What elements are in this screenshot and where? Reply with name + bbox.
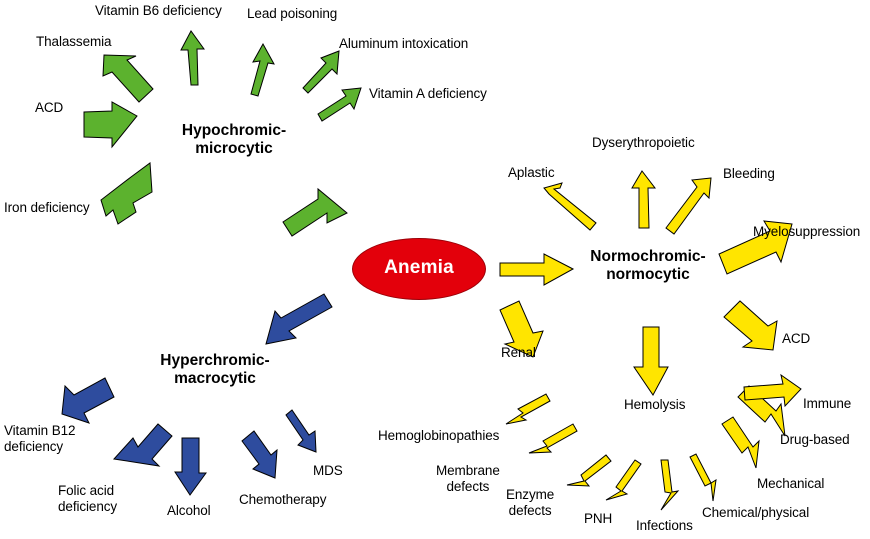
- label-thalassemia: Thalassemia: [36, 34, 112, 49]
- arrow-drug-based: [737, 385, 786, 437]
- label-alcohol: Alcohol: [167, 503, 211, 518]
- label-aluminum-intoxication: Aluminum intoxication: [339, 36, 469, 51]
- arrow-aluminum-intoxication: [302, 50, 340, 94]
- label-hemolysis: Hemolysis: [624, 397, 686, 412]
- label-vitamin-a-deficiency: Vitamin A deficiency: [369, 86, 487, 101]
- branch-title-hypochromic-microcytic: Hypochromic- microcytic: [181, 122, 287, 157]
- arrow-lead-poisoning: [250, 42, 275, 97]
- arrow-infections: [660, 459, 680, 511]
- label-chemotherapy: Chemotherapy: [239, 492, 327, 507]
- arrow-group-hyperchromic-causes: [61, 377, 317, 496]
- label-immune: Immune: [803, 396, 852, 411]
- arrow-vitamin-b6-deficiency: [180, 30, 205, 86]
- label-vitamin-b12-deficiency: Vitamin B12 deficiency: [4, 423, 76, 454]
- label-enzyme-defects: Enzyme defects: [506, 487, 555, 518]
- arrow-acd-normochromic: [723, 300, 778, 351]
- arrow-aplastic: [543, 182, 597, 231]
- label-pnh: PNH: [584, 511, 613, 526]
- arrow-mds: [285, 409, 317, 453]
- branch-title-normochromic-normocytic: Normochromic- normocytic: [590, 248, 706, 283]
- arrow-chemotherapy: [241, 430, 278, 479]
- arrow-alcohol: [174, 437, 207, 496]
- arrow-iron-deficiency: [100, 162, 153, 225]
- arrow-folic-acid-deficiency: [113, 423, 173, 467]
- label-acd-normochromic: ACD: [782, 331, 811, 346]
- label-mechanical: Mechanical: [757, 476, 825, 491]
- arrow-pnh: [605, 459, 642, 501]
- arrow-acd-hypochromic: [83, 101, 138, 149]
- label-lead-poisoning: Lead poisoning: [247, 6, 338, 21]
- center-node-anemia: Anemia: [352, 238, 486, 300]
- arrow-immune: [743, 373, 802, 408]
- arrow-dyserythropoietic: [631, 170, 657, 229]
- arrow-hemoglobinopathies: [505, 393, 551, 425]
- center-node-label: Anemia: [384, 257, 454, 278]
- label-chemical-physical: Chemical/physical: [702, 505, 810, 520]
- arrow-vitamin-a-deficiency: [317, 87, 362, 122]
- label-renal: Renal: [501, 345, 536, 360]
- arrow-vitamin-b12-deficiency: [61, 377, 115, 424]
- label-infections: Infections: [636, 518, 693, 533]
- label-mds: MDS: [313, 463, 343, 478]
- label-aplastic: Aplastic: [508, 165, 555, 180]
- label-membrane-defects: Membrane defects: [436, 463, 500, 494]
- label-iron-deficiency: Iron deficiency: [4, 200, 90, 215]
- arrow-bleeding: [665, 177, 712, 235]
- arrow-anemia-to-hyperchromic: [265, 293, 333, 345]
- arrow-membrane-defects: [528, 423, 578, 454]
- label-hemoglobinopathies: Hemoglobinopathies: [378, 428, 500, 443]
- label-myelosuppression: Myelosuppression: [753, 224, 861, 239]
- label-vitamin-b6-deficiency: Vitamin B6 deficiency: [95, 3, 222, 18]
- branch-title-hyperchromic-macrocytic: Hyperchromic- macrocytic: [160, 352, 270, 387]
- arrow-mechanical: [721, 416, 760, 469]
- label-drug-based: Drug-based: [780, 432, 850, 447]
- label-acd-hypochromic: ACD: [35, 100, 64, 115]
- label-dyserythropoietic: Dyserythropoietic: [592, 135, 695, 150]
- arrow-enzyme-defects: [566, 454, 612, 487]
- label-folic-acid-deficiency: Folic acid deficiency: [58, 483, 118, 514]
- arrow-chemical-physical: [689, 453, 717, 502]
- label-bleeding: Bleeding: [723, 166, 775, 181]
- arrow-hemolysis: [633, 326, 669, 396]
- arrow-anemia-to-hypochromic: [282, 187, 348, 237]
- arrow-thalassemia: [102, 54, 154, 103]
